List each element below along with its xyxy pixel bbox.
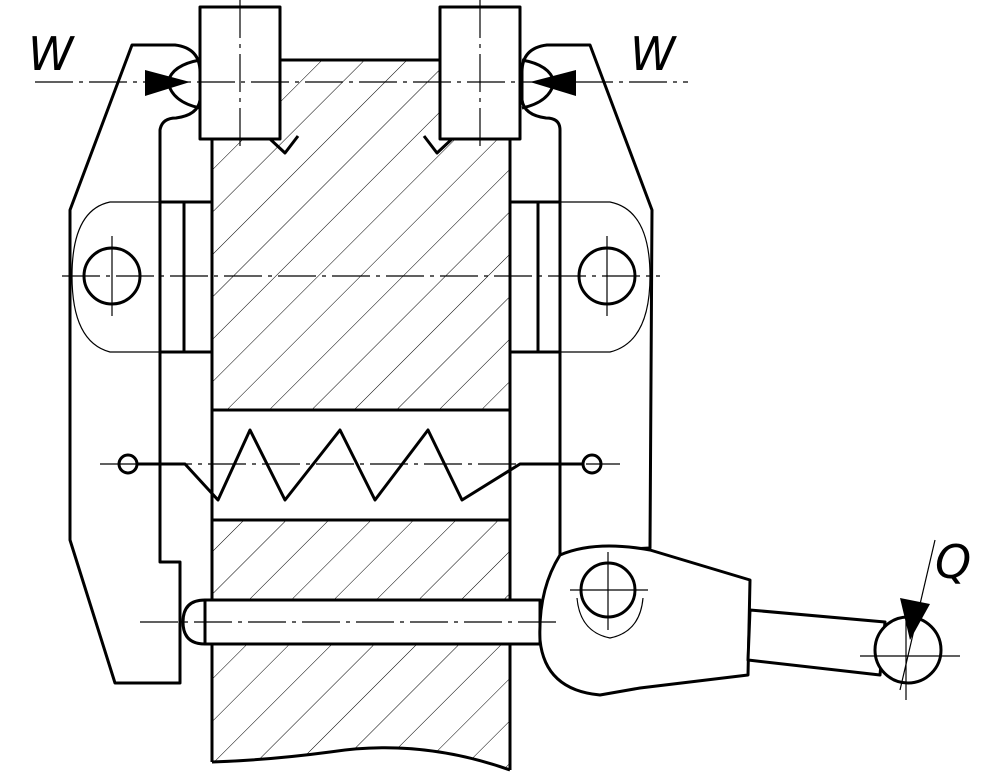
- arrow-w-right: [530, 70, 576, 96]
- arrow-q: [900, 598, 930, 640]
- handle-body: [538, 544, 752, 697]
- liners: [158, 200, 562, 354]
- right-lever-outline: [520, 43, 654, 564]
- right-lever: [520, 43, 654, 564]
- body-upper-section: [212, 60, 510, 410]
- label-q: Q: [935, 535, 971, 589]
- arrow-w-left: [145, 70, 190, 96]
- left-lever: [68, 43, 202, 685]
- center-lines: [35, 0, 960, 700]
- label-w-right: W: [630, 27, 677, 81]
- central-body: [210, 58, 512, 772]
- handle-lever: [538, 544, 943, 697]
- force-arrows: [145, 70, 930, 640]
- spring-coil: [137, 428, 583, 502]
- left-lever-outline: [68, 43, 202, 685]
- label-w-left: W: [28, 27, 75, 81]
- spring: [117, 428, 603, 502]
